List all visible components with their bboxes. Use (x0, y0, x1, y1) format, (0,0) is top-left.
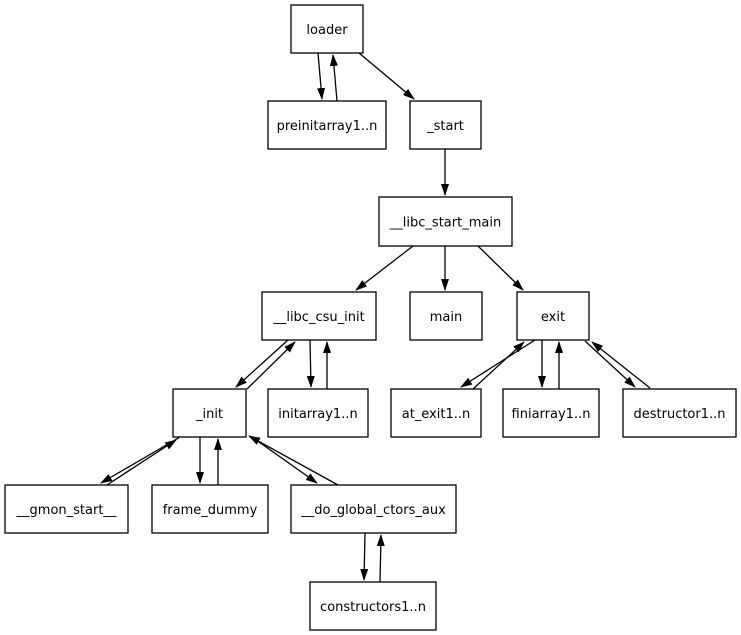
node-label-frame_dummy: frame_dummy (163, 503, 258, 518)
node-libc_csu_init: __libc_csu_init (261, 291, 377, 341)
edge-loader-to-start (358, 52, 415, 100)
edge-libc_start_main-to-exit (477, 245, 524, 291)
node-box-frame_dummy (151, 484, 269, 534)
node-label-libc_csu_init: __libc_csu_init (272, 310, 364, 325)
node-main: main (409, 291, 483, 341)
edge-libc_csu_init-to-initarray (306, 339, 315, 388)
node-box-finiarray (502, 388, 600, 438)
node-box-at_exit (390, 388, 482, 438)
nodes-layer: loader preinitarray1..n _start __libc_start… (4, 4, 737, 631)
edge-exit-to-destructor (584, 340, 636, 388)
node-init: _init (172, 388, 247, 438)
edge-do_global_ctors_aux-to-constructors (360, 532, 369, 581)
node-label-finiarray: finiarray1..n (512, 407, 591, 422)
node-box-do_global_ctors_aux (290, 484, 457, 534)
node-box-destructor (622, 388, 737, 438)
node-label-libc_start_main: __libc_start_main (389, 216, 501, 231)
node-box-loader (290, 4, 364, 54)
node-finiarray: finiarray1..n (502, 388, 600, 438)
node-label-constructors: constructors1..n (320, 600, 426, 615)
edge-init-to-gmon_start (100, 436, 181, 484)
node-label-init: _init (195, 407, 223, 422)
node-initarray: initarray1..n (267, 388, 369, 438)
node-label-at_exit: at_exit1..n (402, 407, 471, 422)
edge-constructors-to-do_global_ctors_aux (376, 534, 385, 583)
node-at_exit: at_exit1..n (390, 388, 482, 438)
node-exit: exit (516, 291, 590, 341)
node-label-exit: exit (541, 310, 565, 325)
node-box-libc_start_main (378, 196, 513, 247)
node-box-libc_csu_init (261, 291, 377, 341)
node-loader: loader (290, 4, 364, 54)
node-label-start: _start (426, 119, 464, 134)
edge-libc_csu_init-to-init (235, 339, 289, 388)
node-gmon_start: __gmon_start__ (4, 484, 129, 534)
node-frame_dummy: frame_dummy (151, 484, 269, 534)
edge-exit-to-at_exit (460, 339, 536, 388)
node-destructor: destructor1..n (622, 388, 737, 438)
node-box-exit (516, 291, 590, 341)
edge-at_exit-to-exit (472, 341, 525, 390)
edge-loader-to-preinitarray (317, 52, 326, 100)
node-box-start (409, 100, 482, 150)
node-do_global_ctors_aux: __do_global_ctors_aux (290, 484, 457, 534)
edge-libc_start_main-to-libc_csu_init (355, 245, 414, 291)
node-box-main (409, 291, 483, 341)
node-start: _start (409, 100, 482, 150)
node-preinitarray: preinitarray1..n (267, 100, 387, 150)
node-box-init (172, 388, 247, 438)
edge-do_global_ctors_aux-to-init (248, 435, 339, 486)
edge-gmon_start-to-init (106, 439, 177, 486)
node-box-gmon_start (4, 484, 129, 534)
edge-init-to-libc_csu_init (246, 341, 296, 390)
node-label-preinitarray: preinitarray1..n (277, 119, 378, 134)
node-box-preinitarray (267, 100, 387, 150)
edges-layer (100, 52, 651, 583)
node-label-loader: loader (306, 23, 348, 38)
edge-init-to-do_global_ctors_aux (251, 436, 318, 484)
node-box-initarray (267, 388, 369, 438)
edge-destructor-to-exit (591, 341, 651, 389)
edge-preinitarray-to-loader (329, 54, 338, 102)
node-label-initarray: initarray1..n (278, 407, 357, 422)
node-libc_start_main: __libc_start_main (378, 196, 513, 247)
node-constructors: constructors1..n (309, 581, 437, 631)
node-label-do_global_ctors_aux: __do_global_ctors_aux (300, 503, 446, 518)
node-label-main: main (430, 310, 462, 325)
node-box-constructors (309, 581, 437, 631)
node-label-destructor: destructor1..n (633, 407, 725, 422)
node-label-gmon_start: __gmon_start__ (16, 503, 117, 518)
